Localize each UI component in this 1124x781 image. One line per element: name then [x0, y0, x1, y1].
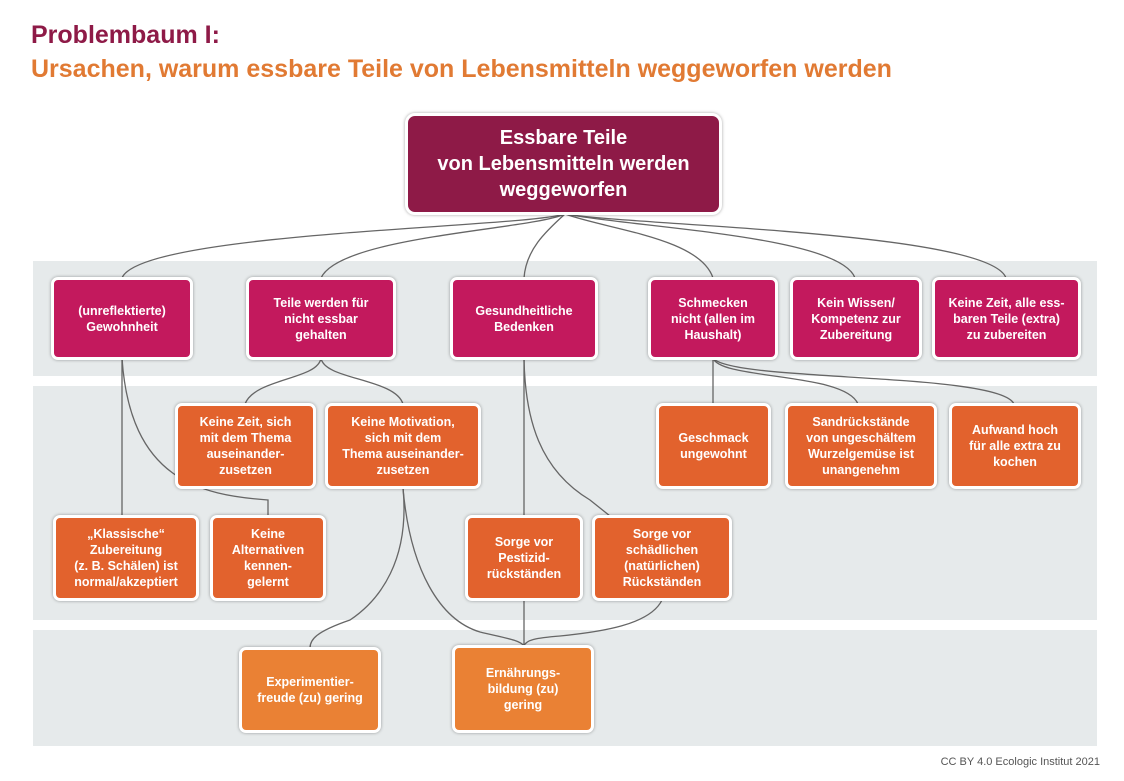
connector: [564, 213, 856, 279]
license-credit: CC BY 4.0 Ecologic Institut 2021: [940, 756, 1100, 768]
cause-not-edible-box: Teile werden für nicht essbar gehalten: [246, 277, 396, 360]
connector: [712, 357, 859, 405]
cause-habit-box: (unreflektierte) Gewohnheit: [51, 277, 193, 360]
connector: [402, 487, 525, 647]
connector: [121, 213, 566, 279]
connector: [523, 599, 663, 647]
subcause-no-motivation-box: Keine Motivation, sich mit dem Thema aus…: [325, 403, 481, 489]
subcause-high-effort-box: Aufwand hoch für alle extra zu kochen: [949, 403, 1081, 489]
root-cause-education-box: Ernährungs- bildung (zu) gering: [452, 645, 594, 733]
diagram-title: Problembaum I:: [31, 21, 220, 49]
cause-knowledge-box: Kein Wissen/ Kompetenz zur Zubereitung: [790, 277, 922, 360]
root-cause-experiment-box: Experimentier- freude (zu) gering: [239, 647, 381, 733]
connector: [309, 487, 405, 649]
subcause-pesticide-box: Sorge vor Pestizid- rückständen: [465, 515, 583, 601]
subcause-harmful-residue-box: Sorge vor schädlichen (natürlichen) Rück…: [592, 515, 732, 601]
diagram-subtitle: Ursachen, warum essbare Teile von Lebens…: [31, 55, 892, 83]
subcause-no-time-box: Keine Zeit, sich mit dem Thema auseinand…: [175, 403, 316, 489]
subcause-unfamiliar-taste-box: Geschmack ungewohnt: [656, 403, 771, 489]
cause-time-box: Keine Zeit, alle ess- baren Teile (extra…: [932, 277, 1081, 360]
problem-core-box: Essbare Teile von Lebensmitteln werden w…: [405, 113, 722, 215]
connector: [523, 357, 611, 517]
connector: [564, 213, 714, 279]
connector: [523, 213, 566, 279]
subcause-no-alternatives-box: Keine Alternativen kennen- gelernt: [210, 515, 326, 601]
cause-health-box: Gesundheitliche Bedenken: [450, 277, 598, 360]
connector: [712, 357, 1015, 405]
connector: [320, 357, 404, 405]
connector: [564, 213, 1007, 279]
subcause-sand-residue-box: Sandrückstände von ungeschältem Wurzelge…: [785, 403, 937, 489]
connector: [244, 357, 322, 405]
cause-taste-box: Schmecken nicht (allen im Haushalt): [648, 277, 778, 360]
connector: [320, 213, 566, 279]
subcause-classic-prep-box: „Klassische“ Zubereitung (z. B. Schälen)…: [53, 515, 199, 601]
